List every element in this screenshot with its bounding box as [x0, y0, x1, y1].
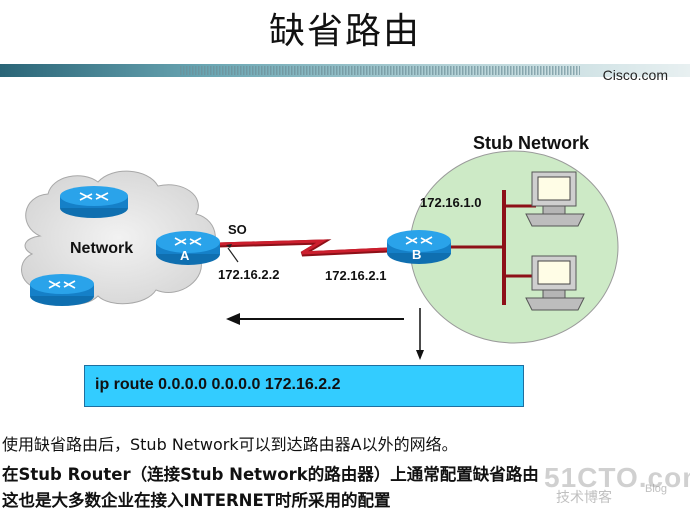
brand-label: Cisco.com [602, 67, 668, 83]
cloud-router-top [60, 186, 128, 218]
command-box: ip route 0.0.0.0 0.0.0.0 172.16.2.2 [84, 365, 524, 407]
host-computer-2 [525, 255, 585, 311]
host-computer-1 [525, 171, 585, 227]
router-a-label: A [180, 248, 190, 263]
watermark-subtitle: 技术博客 [556, 490, 612, 506]
stub-network-ip-label: 172.16.1.0 [420, 195, 482, 210]
description-line-1: 使用缺省路由后，Stub Network可以到达路由器A以外的网络。 [2, 435, 458, 454]
serial-link [217, 239, 389, 255]
router-a-ip-label: 172.16.2.2 [218, 267, 280, 282]
interface-label: SO [228, 222, 247, 237]
stub-network-label: Stub Network [473, 133, 590, 153]
command-text: ip route 0.0.0.0 0.0.0.0 172.16.2.2 [95, 376, 341, 393]
router-b [387, 230, 451, 264]
watermark-logo: 51CTO.com [544, 462, 690, 493]
router-b-label: B [412, 247, 422, 262]
description-line-3: 这也是大多数企业在接入INTERNET时所采用的配置 [2, 491, 391, 510]
header-stripes [180, 66, 580, 75]
cloud-router-bottom [30, 274, 94, 306]
router-b-ip-label: 172.16.2.1 [325, 268, 387, 283]
watermark-blog: Blog [645, 483, 668, 495]
interface-pointer [227, 247, 239, 263]
slide-title: 缺省路由 [268, 11, 421, 52]
router-a [156, 231, 220, 265]
network-label: Network [70, 240, 134, 257]
description-line-2: 在Stub Router（连接Stub Network的路由器）上通常配置缺省路… [2, 465, 539, 484]
